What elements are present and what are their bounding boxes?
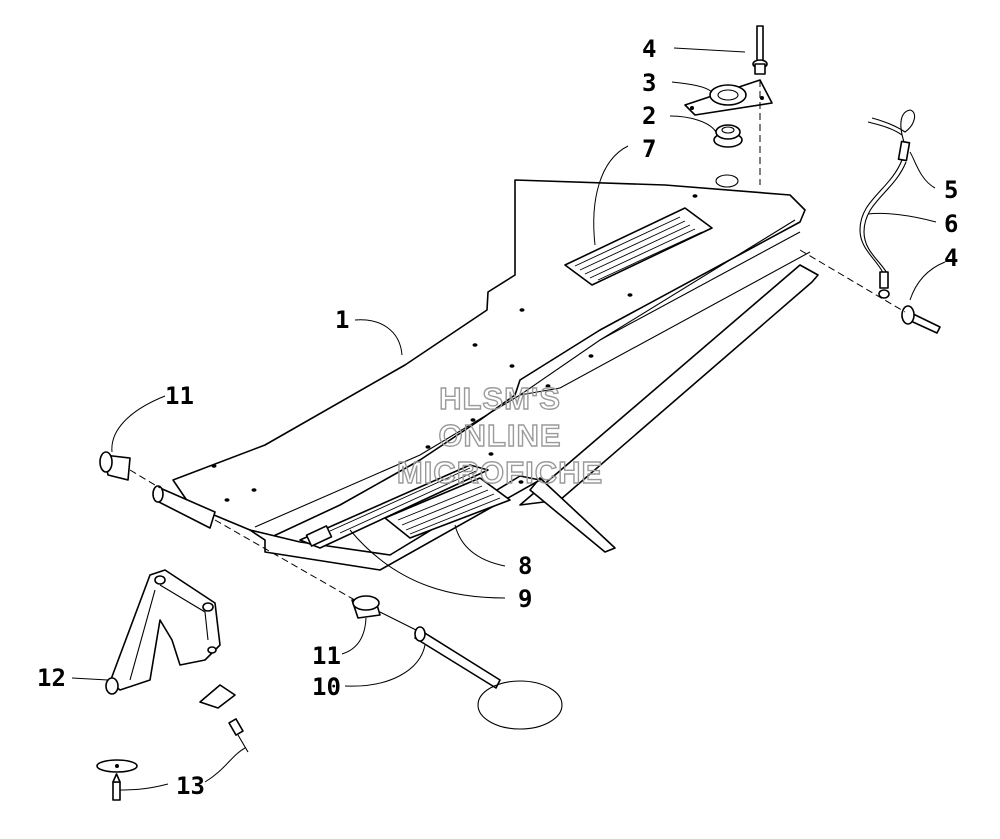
- plate-lower-edge: [599, 231, 801, 341]
- callout-13: 13: [176, 772, 205, 800]
- leader-5: [909, 151, 936, 189]
- leader-13-pin: [119, 783, 169, 791]
- watermark-line-2: ONLINE: [438, 418, 561, 453]
- bushing-part-11-bottom: [351, 595, 381, 619]
- callout-5: 5: [944, 176, 958, 204]
- pin-part-4-top: [752, 25, 768, 75]
- callout-8: 8: [518, 552, 532, 580]
- leader-4-top: [673, 47, 746, 53]
- watermark-line-1: HLSM'S: [439, 381, 561, 416]
- plate-inner-edge: [519, 251, 811, 396]
- hitch-plate-part-1: [152, 179, 819, 571]
- grommet-part-2: [713, 124, 743, 148]
- decal-part-7: [564, 207, 713, 286]
- callout-4-right: 4: [944, 244, 958, 272]
- cup-plate-part-3: [684, 79, 773, 116]
- leader-2: [669, 115, 717, 133]
- leader-1: [354, 319, 403, 356]
- leader-10: [344, 644, 426, 687]
- bushing-part-11-left: [99, 451, 131, 481]
- leader-6: [867, 212, 937, 223]
- callout-1: 1: [335, 306, 349, 334]
- leader-13-washer: [204, 747, 246, 783]
- bushing-axis-left: [129, 469, 161, 489]
- callout-2: 2: [642, 102, 656, 130]
- callout-7: 7: [642, 135, 656, 163]
- watermark: HLSM'S ONLINE MICROFICHE: [396, 380, 603, 490]
- callout-6: 6: [944, 210, 958, 238]
- callout-3: 3: [642, 69, 656, 97]
- plate-top-face: [172, 179, 806, 541]
- washer-part-13: [96, 684, 249, 801]
- decal-part-9: [299, 464, 489, 549]
- pin-part-4-right: [901, 305, 941, 334]
- callout-10: 10: [312, 673, 341, 701]
- plate-socket-hole: [715, 174, 739, 188]
- callout-4-top: 4: [642, 35, 656, 63]
- leader-4-right: [909, 261, 946, 301]
- hitch-pin-part-10: [414, 626, 563, 730]
- callout-11-bottom: 11: [312, 642, 341, 670]
- callout-11-left: 11: [165, 382, 194, 410]
- plate-tail-fin: [529, 477, 616, 553]
- callout-9: 9: [518, 585, 532, 613]
- watermark-line-3: MICROFICHE: [397, 455, 603, 490]
- hinge-tube-end: [152, 485, 164, 503]
- leader-11-bottom: [341, 617, 367, 655]
- leader-9: [349, 529, 506, 599]
- lanyard-part-5-6: [859, 109, 916, 299]
- bracket-part-12: [105, 569, 221, 695]
- leader-8: [454, 524, 506, 567]
- leader-11-left: [111, 395, 166, 453]
- callout-12: 12: [37, 664, 66, 692]
- hitch-pin-axis: [214, 519, 361, 604]
- pin-axis-right: [799, 249, 906, 313]
- decal-part-8: [384, 477, 511, 539]
- hitch-pin-axis-2: [379, 611, 421, 633]
- leader-7: [593, 145, 629, 246]
- leader-3: [671, 81, 713, 93]
- leader-12: [71, 677, 109, 681]
